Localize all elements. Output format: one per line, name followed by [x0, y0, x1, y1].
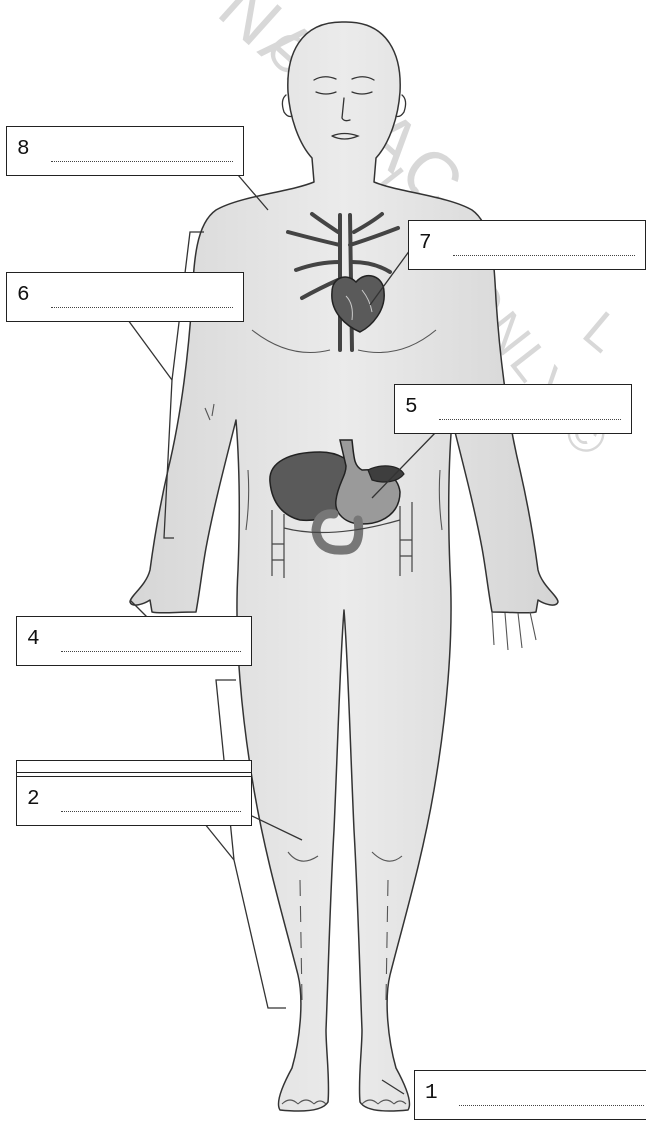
leader-6 [128, 320, 172, 380]
label-number-7: 7 [419, 232, 432, 255]
answer-line-2[interactable] [61, 811, 241, 812]
label-box-6: 6 [6, 272, 244, 322]
label-number-4: 4 [27, 628, 40, 651]
label-number-6: 6 [17, 284, 30, 307]
body-silhouette [130, 22, 558, 1111]
answer-line-1[interactable] [459, 1105, 644, 1106]
label-box-1: 1 [414, 1070, 646, 1120]
label-box-7: 7 [408, 220, 646, 270]
label-box-8: 8 [6, 126, 244, 176]
label-box-5: 5 [394, 384, 632, 434]
label-box-2: 2 [16, 776, 252, 826]
label-number-5: 5 [405, 396, 418, 419]
answer-line-4[interactable] [61, 651, 241, 652]
answer-line-8[interactable] [51, 161, 233, 162]
label-number-1: 1 [425, 1082, 438, 1105]
answer-line-6[interactable] [51, 307, 233, 308]
label-number-2: 2 [27, 788, 40, 811]
head [130, 22, 558, 1111]
answer-line-7[interactable] [453, 255, 635, 256]
label-box-4: 4 [16, 616, 252, 666]
label-number-8: 8 [17, 138, 30, 161]
answer-line-5[interactable] [439, 419, 621, 420]
